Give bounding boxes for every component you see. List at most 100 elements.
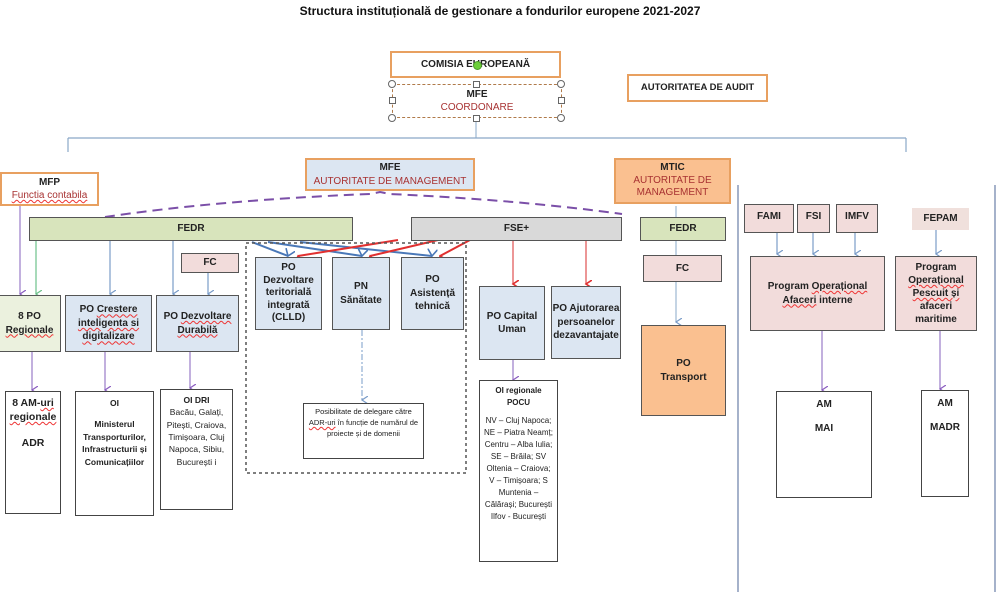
label-pn-0: PN <box>354 281 368 292</box>
program-po-clld[interactable]: PO Dezvoltare teritorială integrată (CLL… <box>255 257 322 330</box>
label-pesc-3: afaceri <box>919 301 953 312</box>
program-po-pescuit[interactable]: Program Operațional Pescuit și afaceri m… <box>895 256 977 331</box>
label-oidri-cities: Bacău, Galați, Pitești, Craiova, Timișoa… <box>166 407 227 467</box>
label-delegation-adr: ADR-uri <box>308 417 336 427</box>
label-fc-transport: FC <box>675 262 690 274</box>
dashed-group-frame <box>245 242 467 474</box>
body-oi-mtic[interactable]: OI Ministerul Transporturilor, Infrastru… <box>75 391 154 516</box>
label-amreg-prefix: 8 AM- <box>12 397 41 409</box>
box-mtic-am[interactable]: MTIC AUTORITATE DE MANAGEMENT <box>614 158 731 204</box>
program-pn-sanatate[interactable]: PN Sănătate <box>332 257 390 330</box>
label-po-reg-2: Regionale <box>5 324 54 336</box>
program-po-capital-uman[interactable]: PO Capital Uman <box>479 286 545 360</box>
label-poai-line1: Program Operațional <box>768 280 867 294</box>
label-po-crestere-prefix: PO <box>79 304 95 316</box>
label-mtic-role-2: MANAGEMENT <box>636 187 709 199</box>
resize-handle-tl[interactable] <box>388 80 396 88</box>
fund-box-fc-dd[interactable]: FC <box>181 253 239 273</box>
label-poai-interne: interne <box>819 294 853 306</box>
label-tr-1: Transport <box>660 371 707 383</box>
program-po-crestere[interactable]: PO Crestere inteligenta si digitalizare <box>65 295 152 352</box>
fund-box-fami[interactable]: FAMI <box>744 204 794 233</box>
label-ammai-2: MAI <box>814 422 834 434</box>
body-am-mai[interactable]: AM MAI <box>776 391 872 498</box>
connector-rotate-handle[interactable] <box>473 61 482 70</box>
box-autoritatea-audit[interactable]: AUTORITATEA DE AUDIT <box>627 74 768 102</box>
label-fedr: FEDR <box>177 223 205 235</box>
label-clld-0: PO <box>281 262 296 274</box>
label-aj-0: PO Ajutorarea <box>552 303 620 315</box>
label-poai-line2: Afaceri interne <box>782 294 852 308</box>
diagram-title: Structura instituțională de gestionare a… <box>299 4 701 18</box>
body-delegation-note[interactable]: Posibilitate de delegare către ADR-uri î… <box>303 403 424 459</box>
box-mfp[interactable]: MFP Functia contabila <box>0 172 99 206</box>
box-mfe-am[interactable]: MFE AUTORITATE DE MANAGEMENT <box>305 158 475 191</box>
label-oi-3: Infrastructurii și <box>82 444 147 455</box>
label-mtic-entity: MTIC <box>660 162 685 174</box>
label-po-dd-prefix: PO <box>163 311 179 322</box>
program-po-dezvoltare-durabila[interactable]: PO Dezvoltare Durabilă <box>156 295 239 352</box>
fund-bar-fedr-mtic[interactable]: FEDR <box>640 217 726 241</box>
body-8-am-regionale[interactable]: 8 AM-uri regionale ADR <box>5 391 61 514</box>
body-am-madr[interactable]: AM MADR <box>921 390 969 497</box>
line-fse-clld <box>298 239 399 256</box>
fund-bar-fedr[interactable]: FEDR <box>29 217 353 241</box>
label-fc-dd: FC <box>203 257 217 269</box>
label-aj-1: persoanelor <box>557 316 615 328</box>
label-at-2: tehnică <box>414 301 450 313</box>
label-pesc-1: Operațional <box>908 275 964 286</box>
label-poai-afaceri: Afaceri <box>782 294 817 306</box>
resize-handle-l[interactable] <box>389 97 396 104</box>
label-cu-1: Uman <box>498 324 526 335</box>
resize-handle-r[interactable] <box>558 97 565 104</box>
label-oidri-title: OI DRI <box>183 395 210 405</box>
resize-handle-bl[interactable] <box>388 114 396 122</box>
label-clld-4: (CLLD) <box>271 312 306 324</box>
label-pocu-title-2: POCU <box>506 398 531 407</box>
fund-box-fepam[interactable]: FEPAM <box>912 208 969 230</box>
label-cu-0: PO Capital <box>486 310 538 322</box>
label-pocu-title-1: OI regionale <box>495 386 542 395</box>
resize-handle-br[interactable] <box>557 114 565 122</box>
program-po-afaceri-interne[interactable]: Program Operațional Afaceri interne <box>750 256 885 331</box>
program-po-transport[interactable]: PO Transport <box>641 325 726 416</box>
fund-box-imfv[interactable]: IMFV <box>836 204 878 233</box>
line-fedr-pn <box>267 241 362 256</box>
fund-box-fsi[interactable]: FSI <box>797 204 830 233</box>
label-po-dd-line2: Durabilă <box>177 324 218 336</box>
label-oi-0: OI <box>110 398 119 408</box>
label-po-reg-1: 8 PO <box>18 311 41 322</box>
label-imfv: IMFV <box>845 211 869 222</box>
label-delegation-1: Posibilitate de delegare către <box>315 407 412 416</box>
body-oi-dri[interactable]: OI DRI Bacău, Galați, Pitești, Craiova, … <box>160 389 233 510</box>
label-po-crestere-line3: digitalizare <box>82 331 135 343</box>
program-8-po-regionale[interactable]: 8 PO Regionale <box>0 295 61 352</box>
resize-handle-b[interactable] <box>473 115 480 122</box>
label-pn-1: Sănătate <box>340 294 382 306</box>
fund-box-fc-transport[interactable]: FC <box>643 255 722 282</box>
label-oi-4: Comunicațiilor <box>84 457 145 467</box>
label-pesc-2: Pescuit și <box>912 288 960 299</box>
box-mfe-coordonare[interactable]: MFE COORDONARE <box>392 84 562 118</box>
label-fse: FSE+ <box>503 223 530 235</box>
resize-handle-tr[interactable] <box>557 80 565 88</box>
label-po-crestere-line1: PO Crestere <box>80 303 138 317</box>
label-pesc-4: maritime <box>915 314 957 325</box>
fund-bar-fse-plus[interactable]: FSE+ <box>411 217 622 241</box>
label-at-1: Asistență <box>409 287 455 299</box>
program-po-asistenta-tehnica[interactable]: PO Asistență tehnică <box>401 257 464 330</box>
label-fsi: FSI <box>805 211 822 222</box>
label-ammadr-1: AM <box>937 398 953 409</box>
program-po-ajutorarea[interactable]: PO Ajutorarea persoanelor dezavantajate <box>551 286 621 359</box>
label-pocu-regions: NV – Cluj Napoca; NE – Piatra Neamț; Cen… <box>484 416 553 521</box>
label-fepam: FEPAM <box>923 213 958 225</box>
body-oi-regionale-pocu[interactable]: OI regionale POCU NV – Cluj Napoca; NE –… <box>479 380 558 562</box>
resize-handle-t[interactable] <box>473 81 480 88</box>
label-ammai-1: AM <box>816 399 832 410</box>
dashed-arc-mfe <box>104 190 623 218</box>
label-mfp-entity: MFP <box>38 176 61 188</box>
label-pesc-0: Program <box>915 262 957 273</box>
label-mfe-entity: MFE <box>379 162 401 173</box>
label-fami: FAMI <box>757 211 781 222</box>
